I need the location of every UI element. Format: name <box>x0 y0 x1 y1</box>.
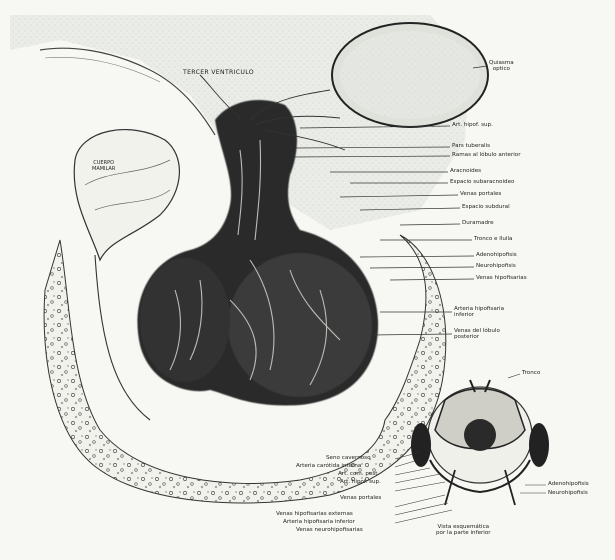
bottom-right-label: Vista esquemática por la parte inferior <box>436 524 491 536</box>
right-label: Venas portales <box>460 191 501 197</box>
label-mammillary-body: CUERPO MAMILAR <box>92 160 115 172</box>
label-transverse-section: Tronco <box>522 370 540 376</box>
bottom-right-label: Adenohipofisis <box>548 481 589 487</box>
right-label: Arteria hipofisaria inferior <box>454 306 504 318</box>
right-label: Adenohipofisis <box>476 252 517 258</box>
right-label: Neurohipofisis <box>476 263 516 269</box>
bottom-label: Seno cavernoso <box>326 455 371 461</box>
label-third-ventricle: TERCER VENTRICULO <box>183 70 254 76</box>
bottom-label: Art. hipof. sup. <box>340 479 381 485</box>
right-label: Ramas al lóbulo anterior <box>452 152 521 158</box>
right-label: Art. hipof. sup. <box>452 122 493 128</box>
right-label: Espacio subaracnoideo <box>450 179 514 185</box>
right-label: Venas hipofisarias <box>476 275 527 281</box>
bottom-label: Venas hipofisarias externas <box>276 511 353 517</box>
bottom-label: Arteria carótida interna <box>296 463 361 469</box>
label-optic-chiasm: Quiasma optico <box>489 60 514 72</box>
right-label: Venas del lóbulo posterior <box>454 328 500 340</box>
bottom-label: Art. com. post. <box>338 471 379 477</box>
bottom-label: Venas portales <box>340 495 381 501</box>
mammillary-body <box>74 130 179 260</box>
right-label: Aracnoides <box>450 168 481 174</box>
right-label: Tronco e lluila <box>474 236 512 242</box>
bottom-label: Arteria hipofisaria inferior <box>283 519 355 525</box>
right-label: Espacio subdural <box>462 204 510 210</box>
bottom-label: Venas neurohipofisarias <box>296 527 363 533</box>
bottom-right-label: Neurohipofisis <box>548 490 588 496</box>
right-label: Duramadre <box>462 220 494 226</box>
right-label: Pars tuberalis <box>452 143 490 149</box>
